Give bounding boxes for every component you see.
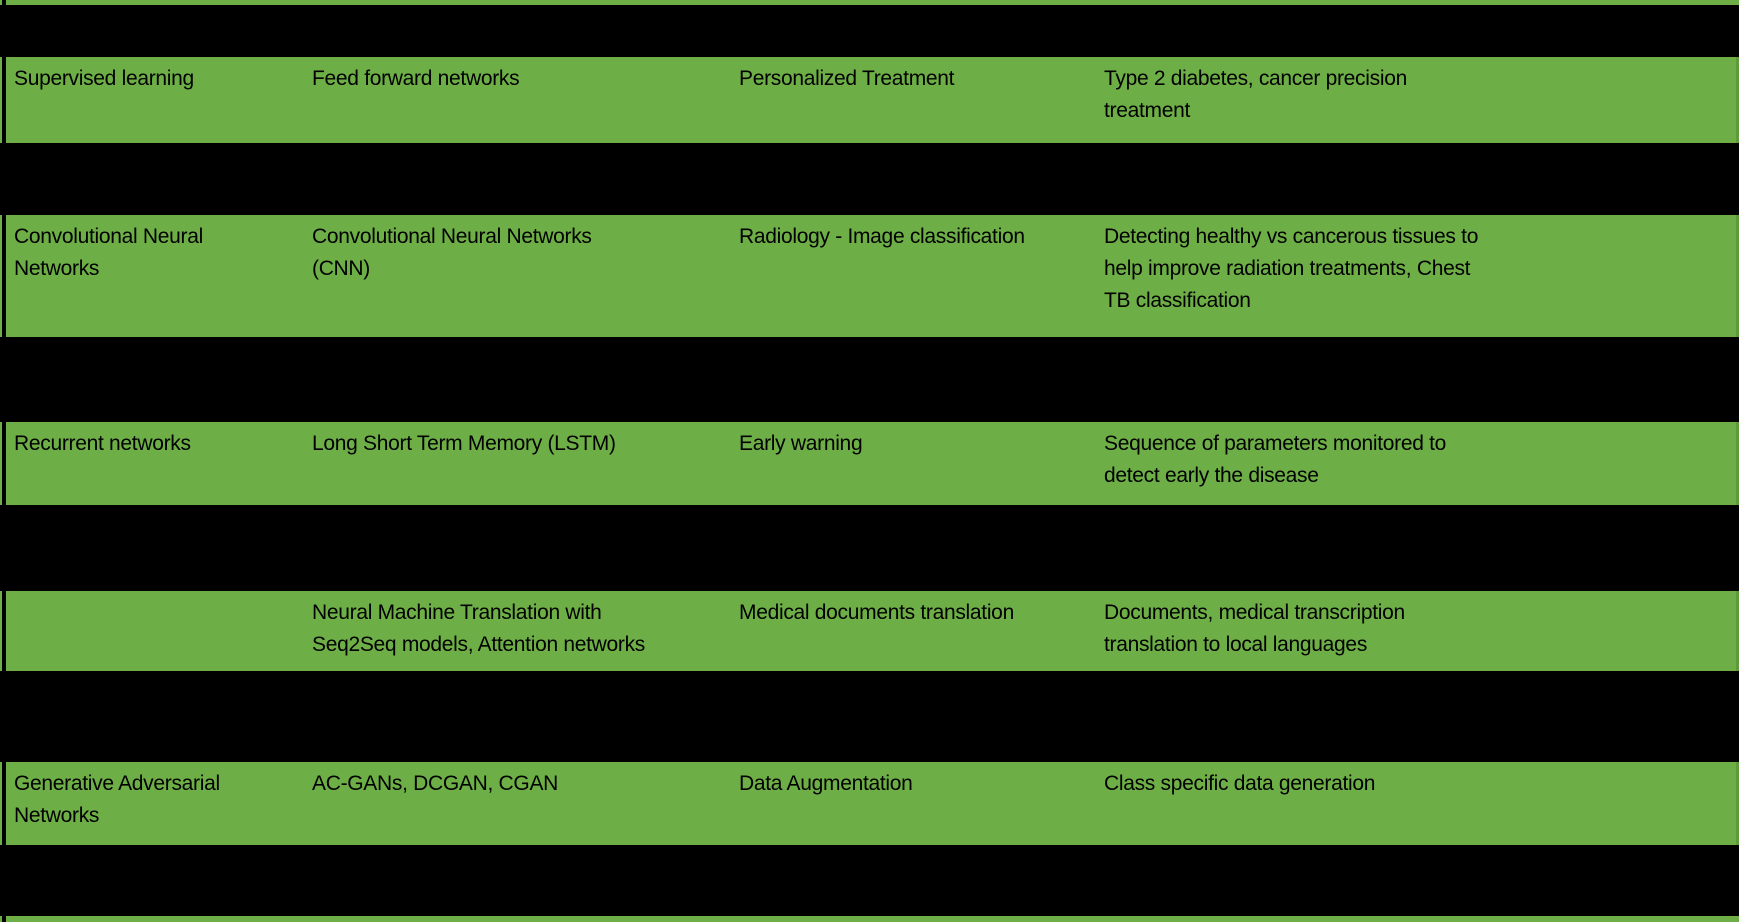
table-cell-examples: Type 2 diabetes, cancer precision treatm…	[1104, 67, 1407, 122]
table-row: Generative Adversarial Networks AC-GANs,…	[0, 762, 1739, 845]
table-row: Neural Machine Translation with Seq2Seq …	[0, 591, 1739, 671]
table-bottom-partial-row	[0, 916, 1739, 922]
table-cell-examples: Class specific data generation	[1104, 772, 1376, 795]
table-cell-examples: Sequence of parameters monitored to dete…	[1104, 432, 1447, 487]
table-row: Supervised learning Feed forward network…	[0, 57, 1739, 143]
table-cell-technique: Long Short Term Memory (LSTM)	[312, 432, 616, 455]
table-cell-technique: AC-GANs, DCGAN, CGAN	[312, 772, 559, 795]
table-cell-examples: Documents, medical transcription transla…	[1104, 601, 1405, 656]
table-cell-application: Medical documents translation	[739, 601, 1014, 624]
table-row: Recurrent networks Long Short Term Memor…	[0, 422, 1739, 505]
table-top-partial-row	[0, 0, 1739, 5]
table-cell-technique: Feed forward networks	[312, 67, 520, 90]
table-cell-technique: Neural Machine Translation with Seq2Seq …	[312, 601, 646, 656]
table-cell-category: Supervised learning	[14, 67, 194, 90]
table-cell-category: Convolutional Neural Networks	[14, 225, 203, 280]
table-cell-category: Recurrent networks	[14, 432, 191, 455]
table-cell-examples: Detecting healthy vs cancerous tissues t…	[1104, 225, 1479, 312]
table-cell-technique: Convolutional Neural Networks (CNN)	[312, 225, 592, 280]
table-cell-application: Data Augmentation	[739, 772, 913, 795]
table-cell-category	[0, 591, 298, 671]
table-left-border	[2, 0, 6, 922]
table-row: Convolutional Neural Networks Convolutio…	[0, 215, 1739, 337]
table-cell-application: Early warning	[739, 432, 863, 455]
table-header-row	[0, 5, 1739, 57]
table-cell-application: Personalized Treatment	[739, 67, 955, 90]
table-cell-application: Radiology - Image classification	[739, 225, 1025, 248]
table-cell-category: Generative Adversarial Networks	[14, 772, 220, 827]
